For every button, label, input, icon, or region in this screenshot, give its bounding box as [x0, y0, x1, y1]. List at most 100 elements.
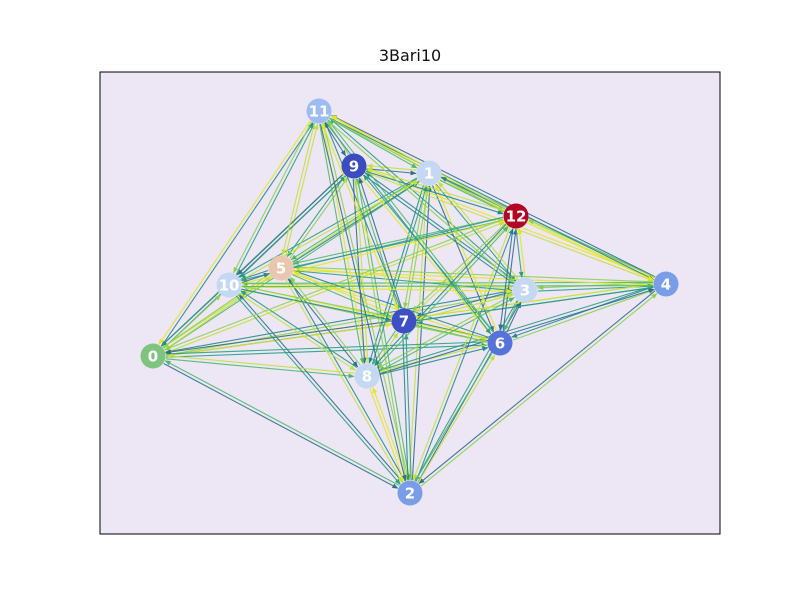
edge-10-to-11: [235, 122, 315, 275]
diagram-title: 3Bari10: [378, 46, 442, 65]
edge-1-to-7: [403, 185, 426, 309]
edge-8-to-12: [376, 226, 509, 368]
edge-4-to-11: [330, 114, 656, 278]
edge-8-to-4: [379, 288, 655, 375]
edge-9-to-3: [363, 174, 515, 285]
edge-11-to-7: [321, 123, 399, 311]
node-12: 12: [503, 203, 529, 229]
node-circle: [216, 272, 242, 298]
node-label: 10: [219, 277, 240, 295]
edge-11-to-1: [329, 118, 418, 169]
edge-3-to-12: [517, 228, 526, 277]
edge-9-to-6: [360, 176, 491, 335]
node-7: 7: [391, 308, 417, 334]
edge-1-to-12: [439, 179, 505, 213]
node-label: 0: [148, 348, 158, 366]
edge-12-to-8: [374, 224, 507, 366]
node-10: 10: [216, 272, 242, 298]
node-1: 1: [416, 160, 442, 186]
edge-4-to-6: [511, 286, 654, 338]
edge-0-to-12: [165, 221, 506, 354]
node-circle: [140, 343, 166, 369]
node-circle: [306, 98, 332, 124]
node-circle: [354, 363, 380, 389]
edge-2-to-6: [417, 354, 496, 483]
edge-2-to-1: [411, 185, 432, 481]
edge-2-to-5: [288, 277, 406, 482]
edge-12-to-4: [526, 222, 655, 281]
node-label: 5: [276, 260, 286, 278]
edge-8-to-10: [240, 290, 358, 368]
edge-2-to-9: [356, 177, 410, 481]
node-circle: [653, 271, 679, 297]
edge-12-to-1: [440, 176, 506, 210]
node-label: 1: [424, 165, 434, 183]
edge-11-to-0: [158, 120, 311, 345]
edge-9-to-12: [365, 170, 504, 215]
edge-5-to-2: [285, 279, 403, 484]
edge-6-to-2: [414, 353, 493, 482]
edge-4-to-7: [416, 283, 653, 320]
edge-12-to-5: [292, 216, 504, 265]
edge-2-to-0: [164, 360, 400, 486]
edge-8-to-6: [379, 346, 489, 375]
edge-7-to-3: [416, 293, 514, 320]
edge-5-to-7: [292, 274, 392, 318]
edge-1-to-9: [366, 163, 417, 171]
edge-10-to-2: [235, 295, 401, 485]
edge-2-to-4: [420, 293, 658, 487]
edge-7-to-12: [414, 225, 509, 314]
edge-0-to-8: [165, 358, 355, 379]
node-circle: [487, 330, 513, 356]
node-circle: [416, 160, 442, 186]
node-11: 11: [306, 98, 332, 124]
edge-12-to-7: [411, 223, 506, 312]
edge-7-to-10: [241, 284, 392, 318]
edge-8-to-0: [165, 353, 355, 374]
edge-2-to-7: [403, 333, 412, 480]
edge-2-to-10: [238, 293, 404, 483]
edge-11-to-3: [327, 120, 515, 284]
edge-11-to-8: [319, 123, 365, 365]
node-0: 0: [140, 343, 166, 369]
node-6: 6: [487, 330, 513, 356]
node-circle: [341, 153, 367, 179]
edge-1-to-5: [290, 178, 418, 261]
edge-9-to-2: [354, 178, 408, 482]
edge-11-to-5: [281, 123, 315, 256]
node-circle: [397, 480, 423, 506]
edge-3-to-5: [293, 265, 513, 288]
node-label: 6: [495, 335, 505, 353]
edge-3-to-7: [415, 291, 513, 318]
edge-10-to-4: [242, 283, 654, 289]
edge-11-to-9: [324, 122, 347, 157]
edge-9-to-8: [352, 179, 367, 364]
edge-7-to-0: [165, 320, 391, 355]
edge-9-to-7: [355, 178, 400, 310]
edge-layer: [158, 114, 658, 489]
edge-11-to-12: [329, 118, 505, 212]
edge-6-to-4: [512, 289, 655, 341]
edge-0-to-11: [161, 122, 314, 347]
node-circle: [512, 277, 538, 303]
edge-8-to-5: [289, 276, 361, 366]
node-label: 7: [399, 313, 409, 331]
node-circle: [503, 203, 529, 229]
node-label: 4: [661, 276, 671, 294]
edge-5-to-8: [287, 278, 359, 368]
node-2: 2: [397, 480, 423, 506]
node-circle: [391, 308, 417, 334]
edge-0-to-10: [163, 294, 222, 349]
edge-1-to-10: [239, 177, 418, 278]
edge-5-to-3: [293, 270, 513, 293]
edge-8-to-9: [354, 178, 369, 363]
edge-2-to-11: [322, 122, 410, 481]
edge-11-to-4: [329, 117, 655, 281]
edge-5-to-4: [293, 269, 654, 288]
edge-12-to-11: [330, 115, 506, 209]
edge-5-to-9: [289, 177, 349, 259]
edge-10-to-0: [160, 292, 219, 347]
node-4: 4: [653, 271, 679, 297]
edge-6-to-1: [434, 183, 497, 331]
